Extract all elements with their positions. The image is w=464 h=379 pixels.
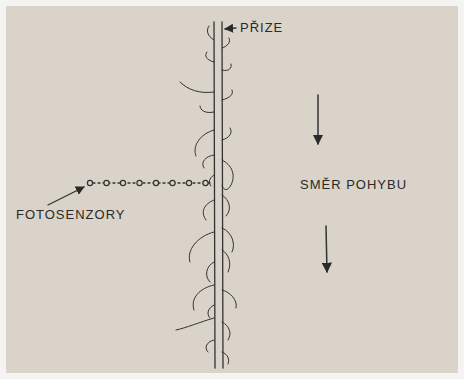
- photosensor-dot: [186, 180, 191, 185]
- direction-arrow: [326, 226, 327, 272]
- leader-arrow: [48, 187, 84, 205]
- label: FOTOSENZORY: [16, 208, 125, 222]
- photosensor-dot: [153, 180, 158, 185]
- photosensor-dot: [170, 180, 175, 185]
- yarn-edge: [214, 22, 215, 368]
- photosensor-dot: [137, 180, 142, 185]
- photosensor-dot: [87, 180, 92, 185]
- direction-arrow: [317, 95, 319, 144]
- yarn-hairs: [176, 26, 236, 364]
- label: SMĚR POHYBU: [300, 178, 407, 192]
- leader-arrow: [225, 28, 236, 29]
- photosensor-dot: [104, 180, 109, 185]
- photosensor-dot: [120, 180, 125, 185]
- photosensor-dot: [203, 180, 208, 185]
- label: PŘIZE: [240, 21, 283, 35]
